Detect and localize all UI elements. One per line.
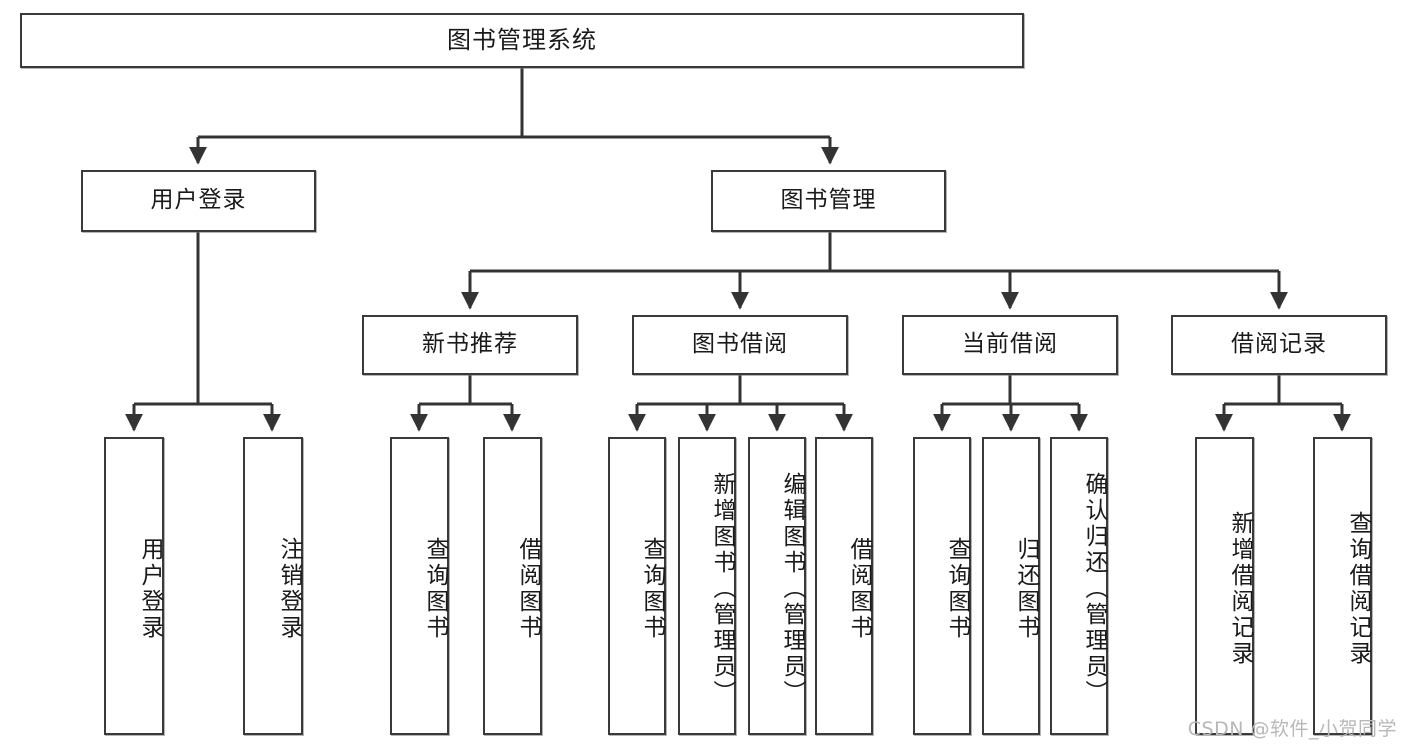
node-label: 图书管理	[780, 187, 877, 214]
node-label: 借阅图书	[515, 537, 541, 641]
leaf-add-record[interactable]: 新增借阅记录	[1195, 437, 1254, 735]
node-label: 新增图书（管理员）	[709, 472, 735, 706]
leaf-return-book[interactable]: 归还图书	[982, 437, 1040, 735]
node-label: 借阅图书	[846, 537, 872, 641]
leaf-query-book-2[interactable]: 查询图书	[608, 437, 666, 735]
leaf-borrow-book-1[interactable]: 借阅图书	[483, 437, 542, 735]
node-label: 查询图书	[639, 537, 665, 641]
node-label: 查询借阅记录	[1345, 511, 1371, 667]
node-label: 编辑图书（管理员）	[779, 472, 805, 706]
node-label: 确认归还（管理员）	[1081, 472, 1107, 706]
node-label: 注销登录	[276, 537, 302, 641]
node-label: 查询图书	[422, 537, 448, 641]
watermark-text: CSDN @软件_小贺同学	[1187, 718, 1397, 740]
node-label: 图书管理系统	[447, 26, 597, 55]
node-label: 查询图书	[944, 537, 970, 641]
node-label: 用户登录	[137, 537, 163, 641]
node-label: 用户登录	[150, 187, 247, 214]
leaf-user-login[interactable]: 用户登录	[104, 437, 164, 735]
node-book-borrow[interactable]: 图书借阅	[632, 315, 848, 375]
node-new-book-recommend[interactable]: 新书推荐	[362, 315, 578, 375]
node-label: 当前借阅	[962, 331, 1058, 358]
node-label: 借阅记录	[1231, 331, 1327, 358]
leaf-edit-book[interactable]: 编辑图书（管理员）	[748, 437, 806, 735]
node-borrow-record[interactable]: 借阅记录	[1171, 315, 1387, 375]
node-current-borrow[interactable]: 当前借阅	[902, 315, 1118, 375]
node-label: 图书借阅	[692, 331, 788, 358]
node-label: 新增借阅记录	[1227, 511, 1253, 667]
node-label: 新书推荐	[422, 331, 518, 358]
leaf-logout[interactable]: 注销登录	[243, 437, 303, 735]
node-label: 归还图书	[1013, 537, 1039, 641]
leaf-borrow-book-2[interactable]: 借阅图书	[815, 437, 873, 735]
node-book-manage[interactable]: 图书管理	[711, 170, 946, 232]
leaf-confirm-return[interactable]: 确认归还（管理员）	[1050, 437, 1108, 735]
leaf-query-record[interactable]: 查询借阅记录	[1313, 437, 1372, 735]
node-user-login[interactable]: 用户登录	[81, 170, 316, 232]
leaf-query-book-3[interactable]: 查询图书	[913, 437, 971, 735]
leaf-query-book-1[interactable]: 查询图书	[390, 437, 449, 735]
leaf-add-book[interactable]: 新增图书（管理员）	[678, 437, 736, 735]
node-root-system[interactable]: 图书管理系统	[20, 13, 1024, 68]
